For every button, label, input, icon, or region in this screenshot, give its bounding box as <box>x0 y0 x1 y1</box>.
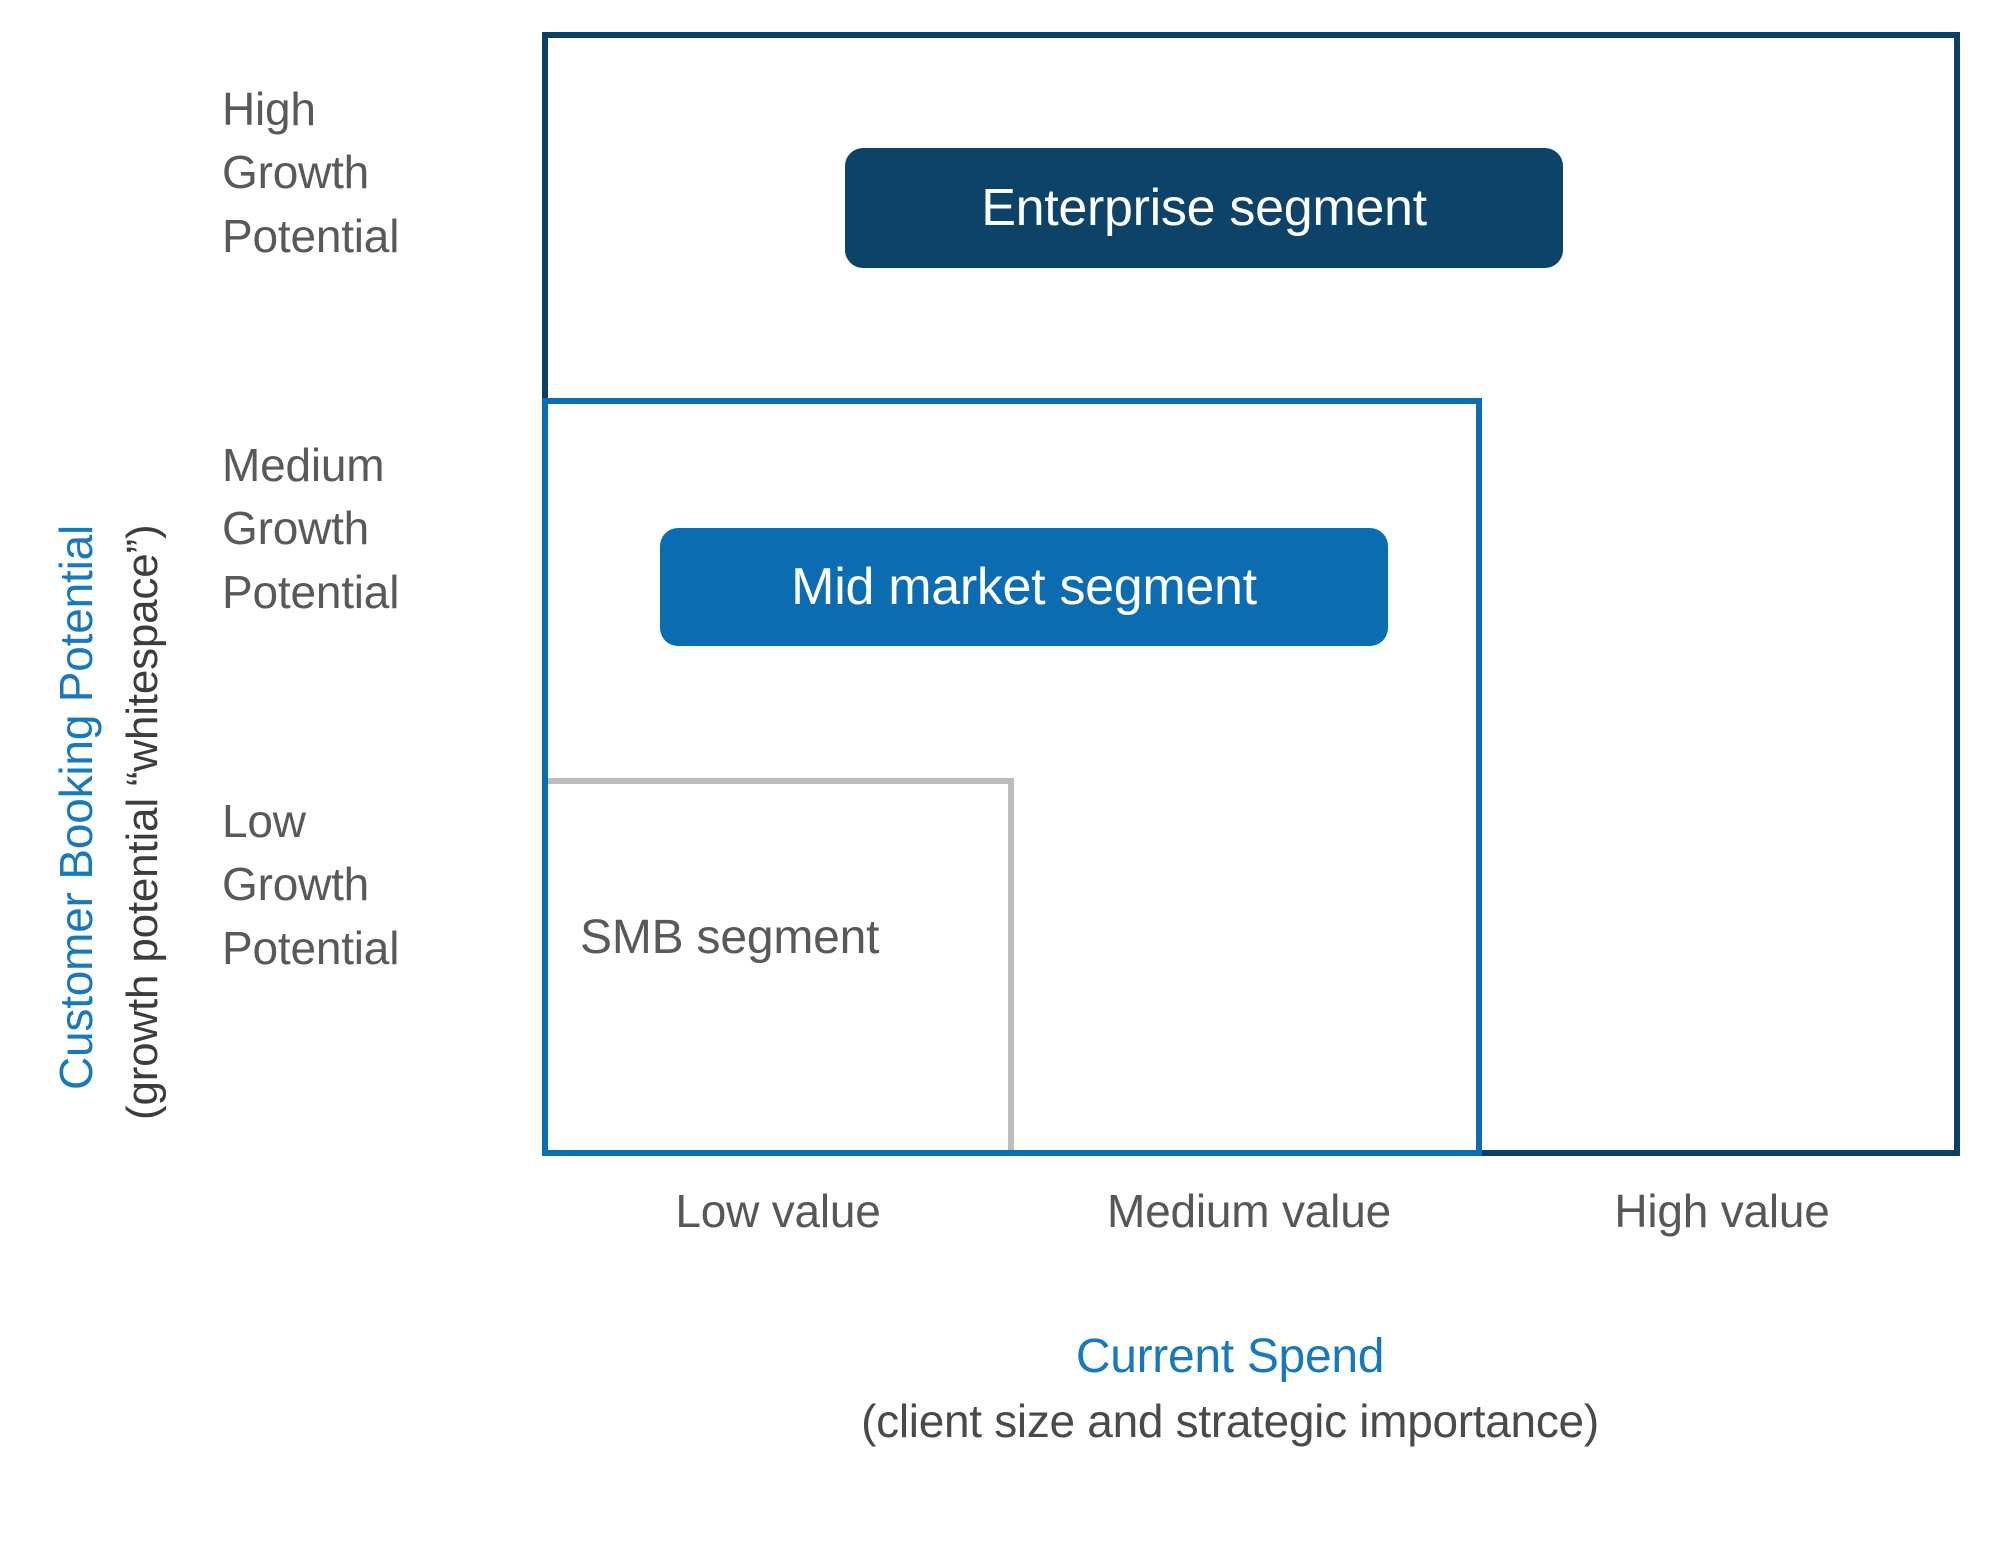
y-tick-medium-line1: Medium <box>222 439 385 491</box>
smb-segment-label: SMB segment <box>580 911 880 964</box>
x-axis-tick-group: Low value Medium value High value <box>542 1184 1960 1238</box>
midmarket-segment-box <box>542 398 1482 1156</box>
y-tick-low-line2: Growth <box>222 858 370 911</box>
y-axis-title-group: Customer Booking Potential (growth poten… <box>0 0 200 1160</box>
y-tick-low-line3: Potential <box>222 921 400 974</box>
enterprise-segment-label: Enterprise segment <box>845 148 1563 268</box>
midmarket-segment-label: Mid market segment <box>660 528 1388 646</box>
y-tick-low: Low Growth Potential <box>222 790 512 980</box>
y-tick-low-line1: Low <box>222 795 306 847</box>
y-axis-title: Customer Booking Potential <box>50 525 102 1090</box>
y-tick-high-line1: High <box>222 83 316 135</box>
x-axis-subtitle: (client size and strategic importance) <box>861 1394 1599 1447</box>
y-tick-medium: Medium Growth Potential <box>222 434 512 624</box>
x-tick-high-value: High value <box>1614 1185 1830 1237</box>
y-tick-high: High Growth Potential <box>222 78 512 268</box>
midmarket-left-border-overlay <box>542 398 548 780</box>
x-axis-title: Current Spend <box>1075 1330 1385 1383</box>
x-tick-medium-value: Medium value <box>1107 1185 1391 1237</box>
y-tick-medium-line3: Potential <box>222 565 400 618</box>
x-tick-low-value: Low value <box>675 1185 881 1237</box>
y-tick-high-line2: Growth <box>222 146 370 199</box>
x-axis-title-group: Current Spend (client size and strategic… <box>520 1328 1940 1449</box>
y-tick-high-line3: Potential <box>222 209 400 262</box>
y-axis-subtitle: (growth potential “whitespace”) <box>118 524 167 1120</box>
y-tick-medium-line2: Growth <box>222 502 370 555</box>
